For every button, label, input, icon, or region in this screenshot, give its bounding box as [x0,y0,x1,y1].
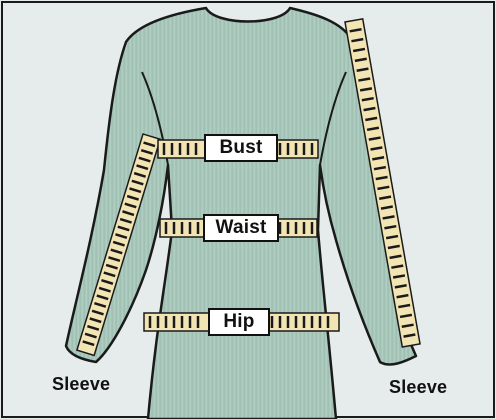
hip-label: Hip [208,308,270,336]
bust-label: Bust [204,134,278,162]
sleeve-label-right: Sleeve [389,377,447,398]
waist-label: Waist [203,214,279,242]
sleeve-label-left: Sleeve [52,374,110,395]
